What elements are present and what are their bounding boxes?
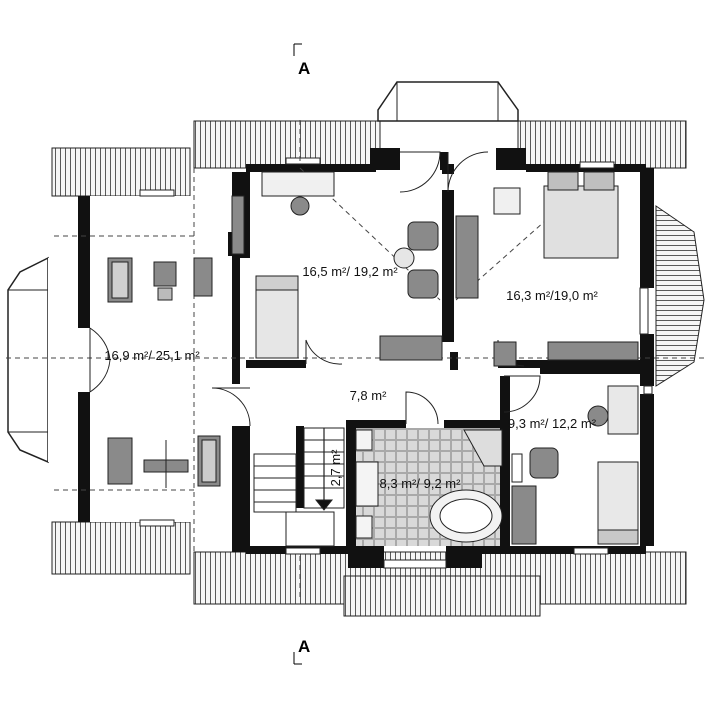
roof-left-top	[51, 147, 191, 197]
label-hall: 7,8 m²	[350, 388, 388, 403]
staircase	[253, 427, 345, 547]
section-label-top: A	[298, 59, 310, 78]
stair-arrow	[314, 499, 334, 511]
exercise-bike	[153, 261, 177, 287]
roof-bottom-ext	[343, 575, 541, 617]
roof-right-bay	[655, 205, 705, 387]
furniture	[107, 171, 639, 545]
radiator	[511, 453, 523, 483]
study-chair	[290, 196, 310, 216]
walls	[78, 148, 654, 568]
bedroom-wardrobe	[455, 215, 479, 299]
bay-windows	[7, 81, 519, 464]
round-table	[393, 247, 415, 269]
armchair-1	[407, 221, 439, 251]
washbasin	[355, 461, 379, 507]
bay-left	[7, 256, 49, 464]
bidet	[355, 429, 373, 451]
section-label-bottom: A	[298, 637, 310, 656]
roof-top-right	[517, 120, 687, 169]
study-shelf	[379, 335, 443, 361]
windows	[139, 157, 653, 569]
section-marker-bottom: A	[293, 637, 310, 665]
small-room-chair	[587, 405, 609, 427]
label-small-room: 9,3 m²/ 12,2 m²	[508, 416, 597, 431]
shower	[463, 429, 503, 467]
label-study: 16,5 m²/ 19,2 m²	[302, 264, 398, 279]
toilet	[355, 515, 373, 539]
roof-eaves	[51, 120, 705, 617]
armchair-2	[407, 269, 439, 299]
label-bedroom: 16,3 m²/19,0 m²	[506, 288, 598, 303]
gym-cabinet	[193, 257, 213, 297]
study-desk	[261, 171, 335, 197]
small-room-desk	[607, 385, 639, 435]
room-labels: 16,9 m²/ 25,1 m² 16,5 m²/ 19,2 m² 16,3 m…	[104, 264, 598, 491]
small-room-wardrobe	[511, 485, 537, 545]
bedside-desk	[493, 187, 521, 215]
double-bed	[543, 185, 619, 259]
label-bath: 8,3 m²/ 9,2 m²	[380, 476, 462, 491]
hall-cabinet	[493, 341, 517, 367]
section-marker-top: A	[293, 43, 310, 78]
label-gym: 16,9 m²/ 25,1 m²	[104, 348, 200, 363]
roof-left-bottom	[51, 521, 191, 575]
bay-top	[377, 81, 519, 122]
bedroom-dresser	[547, 341, 639, 361]
label-closet: 2,7 m²	[328, 449, 343, 487]
small-room-armchair	[529, 447, 559, 479]
bench	[107, 437, 133, 485]
study-wardrobe	[231, 195, 245, 255]
